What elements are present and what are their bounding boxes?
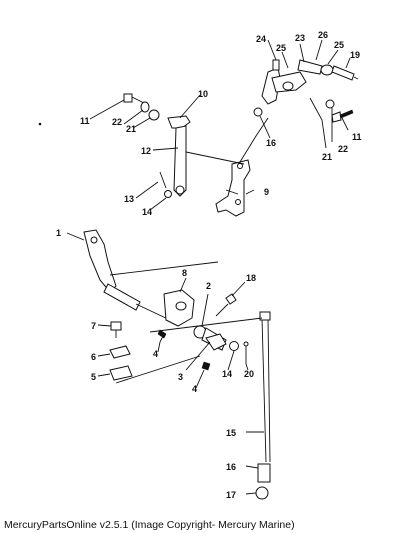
clip-5 bbox=[109, 365, 133, 381]
clip-6 bbox=[109, 345, 131, 359]
callout-19: 19 bbox=[350, 50, 360, 60]
bracket-9 bbox=[215, 159, 251, 217]
shift-handle-1 bbox=[83, 229, 171, 321]
callout-15: 15 bbox=[226, 428, 236, 438]
callout-4-lower: 4 bbox=[192, 384, 197, 394]
small-bolt-11-left bbox=[123, 93, 160, 121]
callout-12: 12 bbox=[141, 146, 151, 156]
screw-4-upper bbox=[157, 329, 167, 339]
callout-20: 20 bbox=[244, 369, 254, 379]
callout-16-upper: 16 bbox=[266, 138, 276, 148]
callout-1: 1 bbox=[56, 228, 61, 238]
callout-7: 7 bbox=[91, 321, 96, 331]
callout-11-left: 11 bbox=[80, 116, 90, 126]
bolt-7 bbox=[110, 321, 122, 338]
shift-lever-12 bbox=[167, 115, 191, 197]
sleeve-16-lower bbox=[257, 463, 271, 483]
shift-rod-15 bbox=[259, 311, 271, 463]
callout-2: 2 bbox=[206, 281, 211, 291]
callout-10: 10 bbox=[198, 89, 208, 99]
callout-5: 5 bbox=[91, 372, 96, 382]
bolt-18 bbox=[215, 293, 237, 317]
callout-11-right: 11 bbox=[352, 132, 362, 142]
callout-22-left: 22 bbox=[112, 117, 122, 127]
shift-link-assembly bbox=[253, 59, 359, 123]
callout-labels: 1 2 3 4 4 5 6 7 8 9 10 11 11 12 13 14 14… bbox=[56, 30, 362, 500]
callout-17: 17 bbox=[226, 490, 236, 500]
callout-21-left: 21 bbox=[126, 124, 136, 134]
callout-18: 18 bbox=[246, 273, 256, 283]
callout-8: 8 bbox=[182, 268, 187, 278]
callout-14-upper: 14 bbox=[142, 207, 152, 217]
callout-22-right: 22 bbox=[338, 144, 348, 154]
shift-housing-8 bbox=[163, 289, 195, 327]
nut-17 bbox=[255, 486, 269, 500]
callout-23: 23 bbox=[295, 33, 305, 43]
callout-13: 13 bbox=[124, 194, 134, 204]
callout-21-right: 21 bbox=[322, 152, 332, 162]
callout-25-right: 25 bbox=[334, 40, 344, 50]
washer-14-upper bbox=[164, 190, 172, 198]
callout-25-left: 25 bbox=[276, 43, 286, 53]
callout-24: 24 bbox=[256, 34, 266, 44]
callout-9: 9 bbox=[264, 187, 269, 197]
callout-6: 6 bbox=[91, 352, 96, 362]
callout-3: 3 bbox=[178, 372, 183, 382]
leader-lines bbox=[66, 39, 351, 495]
collar-2 bbox=[193, 325, 239, 351]
callout-4-upper: 4 bbox=[153, 349, 158, 359]
callout-14-lower: 14 bbox=[222, 369, 232, 379]
callout-16-lower: 16 bbox=[226, 462, 236, 472]
copyright-caption: MercuryPartsOnline v2.5.1 (Image Copyrig… bbox=[4, 519, 295, 531]
callout-26: 26 bbox=[318, 30, 328, 40]
cotter-pin-13 bbox=[159, 171, 167, 189]
screw-4-lower bbox=[201, 361, 211, 371]
stray-dot bbox=[38, 122, 42, 126]
